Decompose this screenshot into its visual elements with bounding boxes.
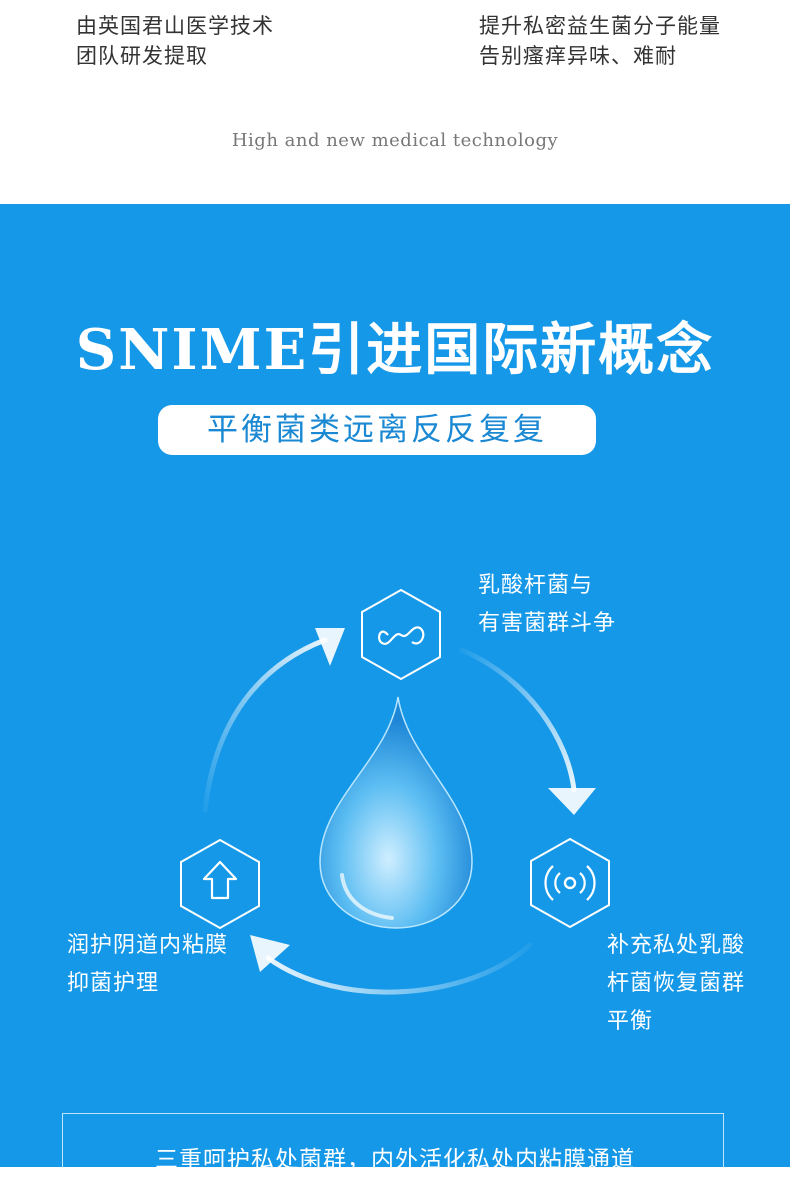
intro-right-line-2: 告别瘙痒异味、难耐	[479, 44, 677, 68]
intro-left-line-2: 团队研发提取	[76, 44, 208, 68]
cycle-arrow-right	[459, 647, 577, 793]
intro-right-text: 提升私密益生菌分子能量 告别瘙痒异味、难耐	[479, 11, 721, 71]
tagline-pill: 平衡菌类远离反反复复	[158, 405, 596, 455]
bottom-caption: 三重呵护私处菌群，内外活化私处内粘膜通道	[155, 1147, 635, 1173]
page-headline: SNIME引进国际新概念	[75, 317, 715, 383]
cycle-label-right-line-2: 杆菌恢复菌群	[607, 971, 746, 996]
signal-icon	[530, 837, 610, 929]
cycle-label-top: 乳酸杆菌与 有害菌群斗争	[478, 567, 616, 643]
bottom-frame	[62, 1113, 724, 1194]
cycle-arrowhead-left	[315, 628, 345, 666]
cycle-diagram	[180, 588, 610, 995]
intro-left-line-1: 由英国君山医学技术	[76, 14, 274, 38]
cycle-label-left-line-1: 润护阴道内粘膜	[67, 933, 229, 958]
cycle-label-top-line-1: 乳酸杆菌与	[478, 573, 594, 598]
intro-section: 由英国君山医学技术 团队研发提取 提升私密益生菌分子能量 告别瘙痒异味、难耐 H…	[0, 0, 790, 204]
cycle-arrow-bottom	[265, 942, 533, 995]
intro-right-line-1: 提升私密益生菌分子能量	[479, 14, 721, 38]
cycle-arrowhead-bottom	[250, 935, 290, 972]
cycle-label-left-line-2: 抑菌护理	[67, 971, 160, 996]
up-arrow-icon	[180, 838, 260, 930]
infinity-icon	[361, 588, 441, 681]
cycle-arrowhead-right	[548, 788, 596, 815]
cycle-label-top-line-2: 有害菌群斗争	[478, 611, 617, 636]
blue-section	[0, 204, 790, 1167]
water-drop-image	[319, 696, 473, 929]
cycle-label-left: 润护阴道内粘膜 抑菌护理	[67, 927, 228, 1003]
cycle-label-right-line-1: 补充私处乳酸	[607, 933, 746, 958]
cycle-arrow-left	[202, 637, 328, 813]
intro-left-text: 由英国君山医学技术 团队研发提取	[76, 11, 274, 71]
cycle-label-right: 补充私处乳酸 杆菌恢复菌群 平衡	[607, 927, 745, 1041]
cycle-label-right-line-3: 平衡	[607, 1009, 654, 1034]
english-subtitle: High and new medical technology	[231, 130, 559, 151]
